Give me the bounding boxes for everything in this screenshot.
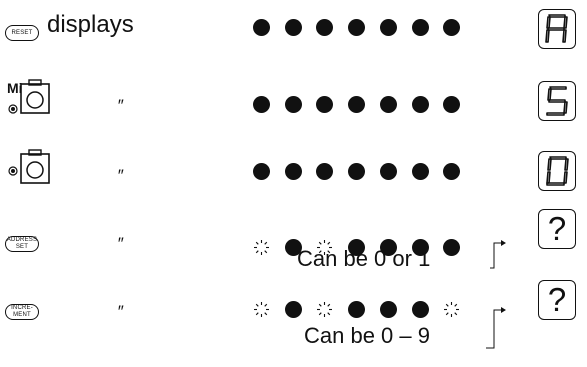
led-dot-lit <box>348 96 366 113</box>
led-dots <box>0 72 587 132</box>
led-dot-lit <box>411 96 429 113</box>
led-dot-lit <box>316 19 334 36</box>
camera-mi-icon <box>8 79 50 114</box>
led-dot-lit <box>348 19 366 36</box>
mi-label: Mi <box>7 80 23 96</box>
led-dots <box>0 0 587 60</box>
digit-display <box>538 151 576 191</box>
digit-display: ? <box>538 280 576 320</box>
led-dot-lit <box>411 301 429 318</box>
led-dot-lit <box>379 301 397 318</box>
address-label: ADDRESS <box>6 237 38 243</box>
digit-display <box>538 81 576 121</box>
incre-label: INCRE- <box>11 305 33 311</box>
led-dot-blinking-icon <box>253 301 270 318</box>
led-dot-blinking-icon <box>253 239 270 256</box>
led-dot-lit <box>411 163 429 180</box>
row-mi-camera: Mi ″ <box>0 72 587 132</box>
address-set-button[interactable]: ADDRESS SET <box>5 236 39 252</box>
led-dot-lit <box>253 19 270 36</box>
bracket-arrow-icon <box>490 240 506 269</box>
led-dots <box>0 290 587 350</box>
row-increment: INCRE- MENT ″ ? Can be 0 – 9 <box>0 280 587 350</box>
led-dot-lit <box>284 163 302 180</box>
led-dot-lit <box>379 96 397 113</box>
led-dot-lit <box>316 96 334 113</box>
led-dot-lit <box>316 163 334 180</box>
led-dot-lit <box>284 239 302 256</box>
reset-button[interactable]: RESET <box>5 25 39 41</box>
increment-button[interactable]: INCRE- MENT <box>5 304 39 320</box>
led-dot-lit <box>379 239 397 256</box>
led-dot-lit <box>379 19 397 36</box>
reset-button-label: RESET <box>11 29 33 36</box>
ditto-mark: ″ <box>117 302 124 321</box>
led-dot-lit <box>443 96 461 113</box>
led-dot-lit <box>348 163 366 180</box>
digit-0-icon <box>546 156 569 186</box>
led-dot-lit <box>284 301 302 318</box>
led-dot-lit <box>379 163 397 180</box>
led-dot-lit <box>411 239 429 256</box>
led-dot-blinking-icon <box>316 301 333 318</box>
led-dot-lit <box>284 19 302 36</box>
digit-5-icon <box>546 86 568 116</box>
ditto-mark: ″ <box>117 96 124 115</box>
led-dot-blinking-icon <box>443 301 460 318</box>
set-label: SET <box>15 244 29 250</box>
led-dots <box>0 214 587 274</box>
led-dots <box>0 142 587 202</box>
bracket-arrow-icon <box>486 307 506 349</box>
note-0-or-1: Can be 0 or 1 <box>297 246 431 271</box>
led-dot-lit <box>253 163 270 180</box>
row-camera: ″ <box>0 142 587 202</box>
ditto-mark: ″ <box>117 166 124 185</box>
note-0-to-9: Can be 0 – 9 <box>304 323 430 348</box>
led-dot-lit <box>443 239 461 256</box>
led-dot-lit <box>253 96 270 113</box>
led-dot-lit <box>284 96 302 113</box>
ditto-mark: ″ <box>117 234 124 253</box>
led-dot-lit <box>443 19 461 36</box>
led-dot-lit <box>443 163 461 180</box>
digit-display: ? <box>538 209 576 249</box>
camera-icon <box>8 149 50 184</box>
led-dot-blinking-icon <box>316 239 333 256</box>
digit-a-icon <box>545 14 568 43</box>
led-dot-lit <box>348 239 366 256</box>
led-dot-lit <box>411 19 429 36</box>
row-reset: RESET displays <box>0 0 587 60</box>
caption-displays: displays <box>47 11 134 38</box>
digit-display <box>538 9 576 49</box>
ment-label: MENT <box>13 312 31 318</box>
led-dot-lit <box>348 301 366 318</box>
row-address-set: ADDRESS SET ″ ? Can be 0 or 1 <box>0 209 587 274</box>
